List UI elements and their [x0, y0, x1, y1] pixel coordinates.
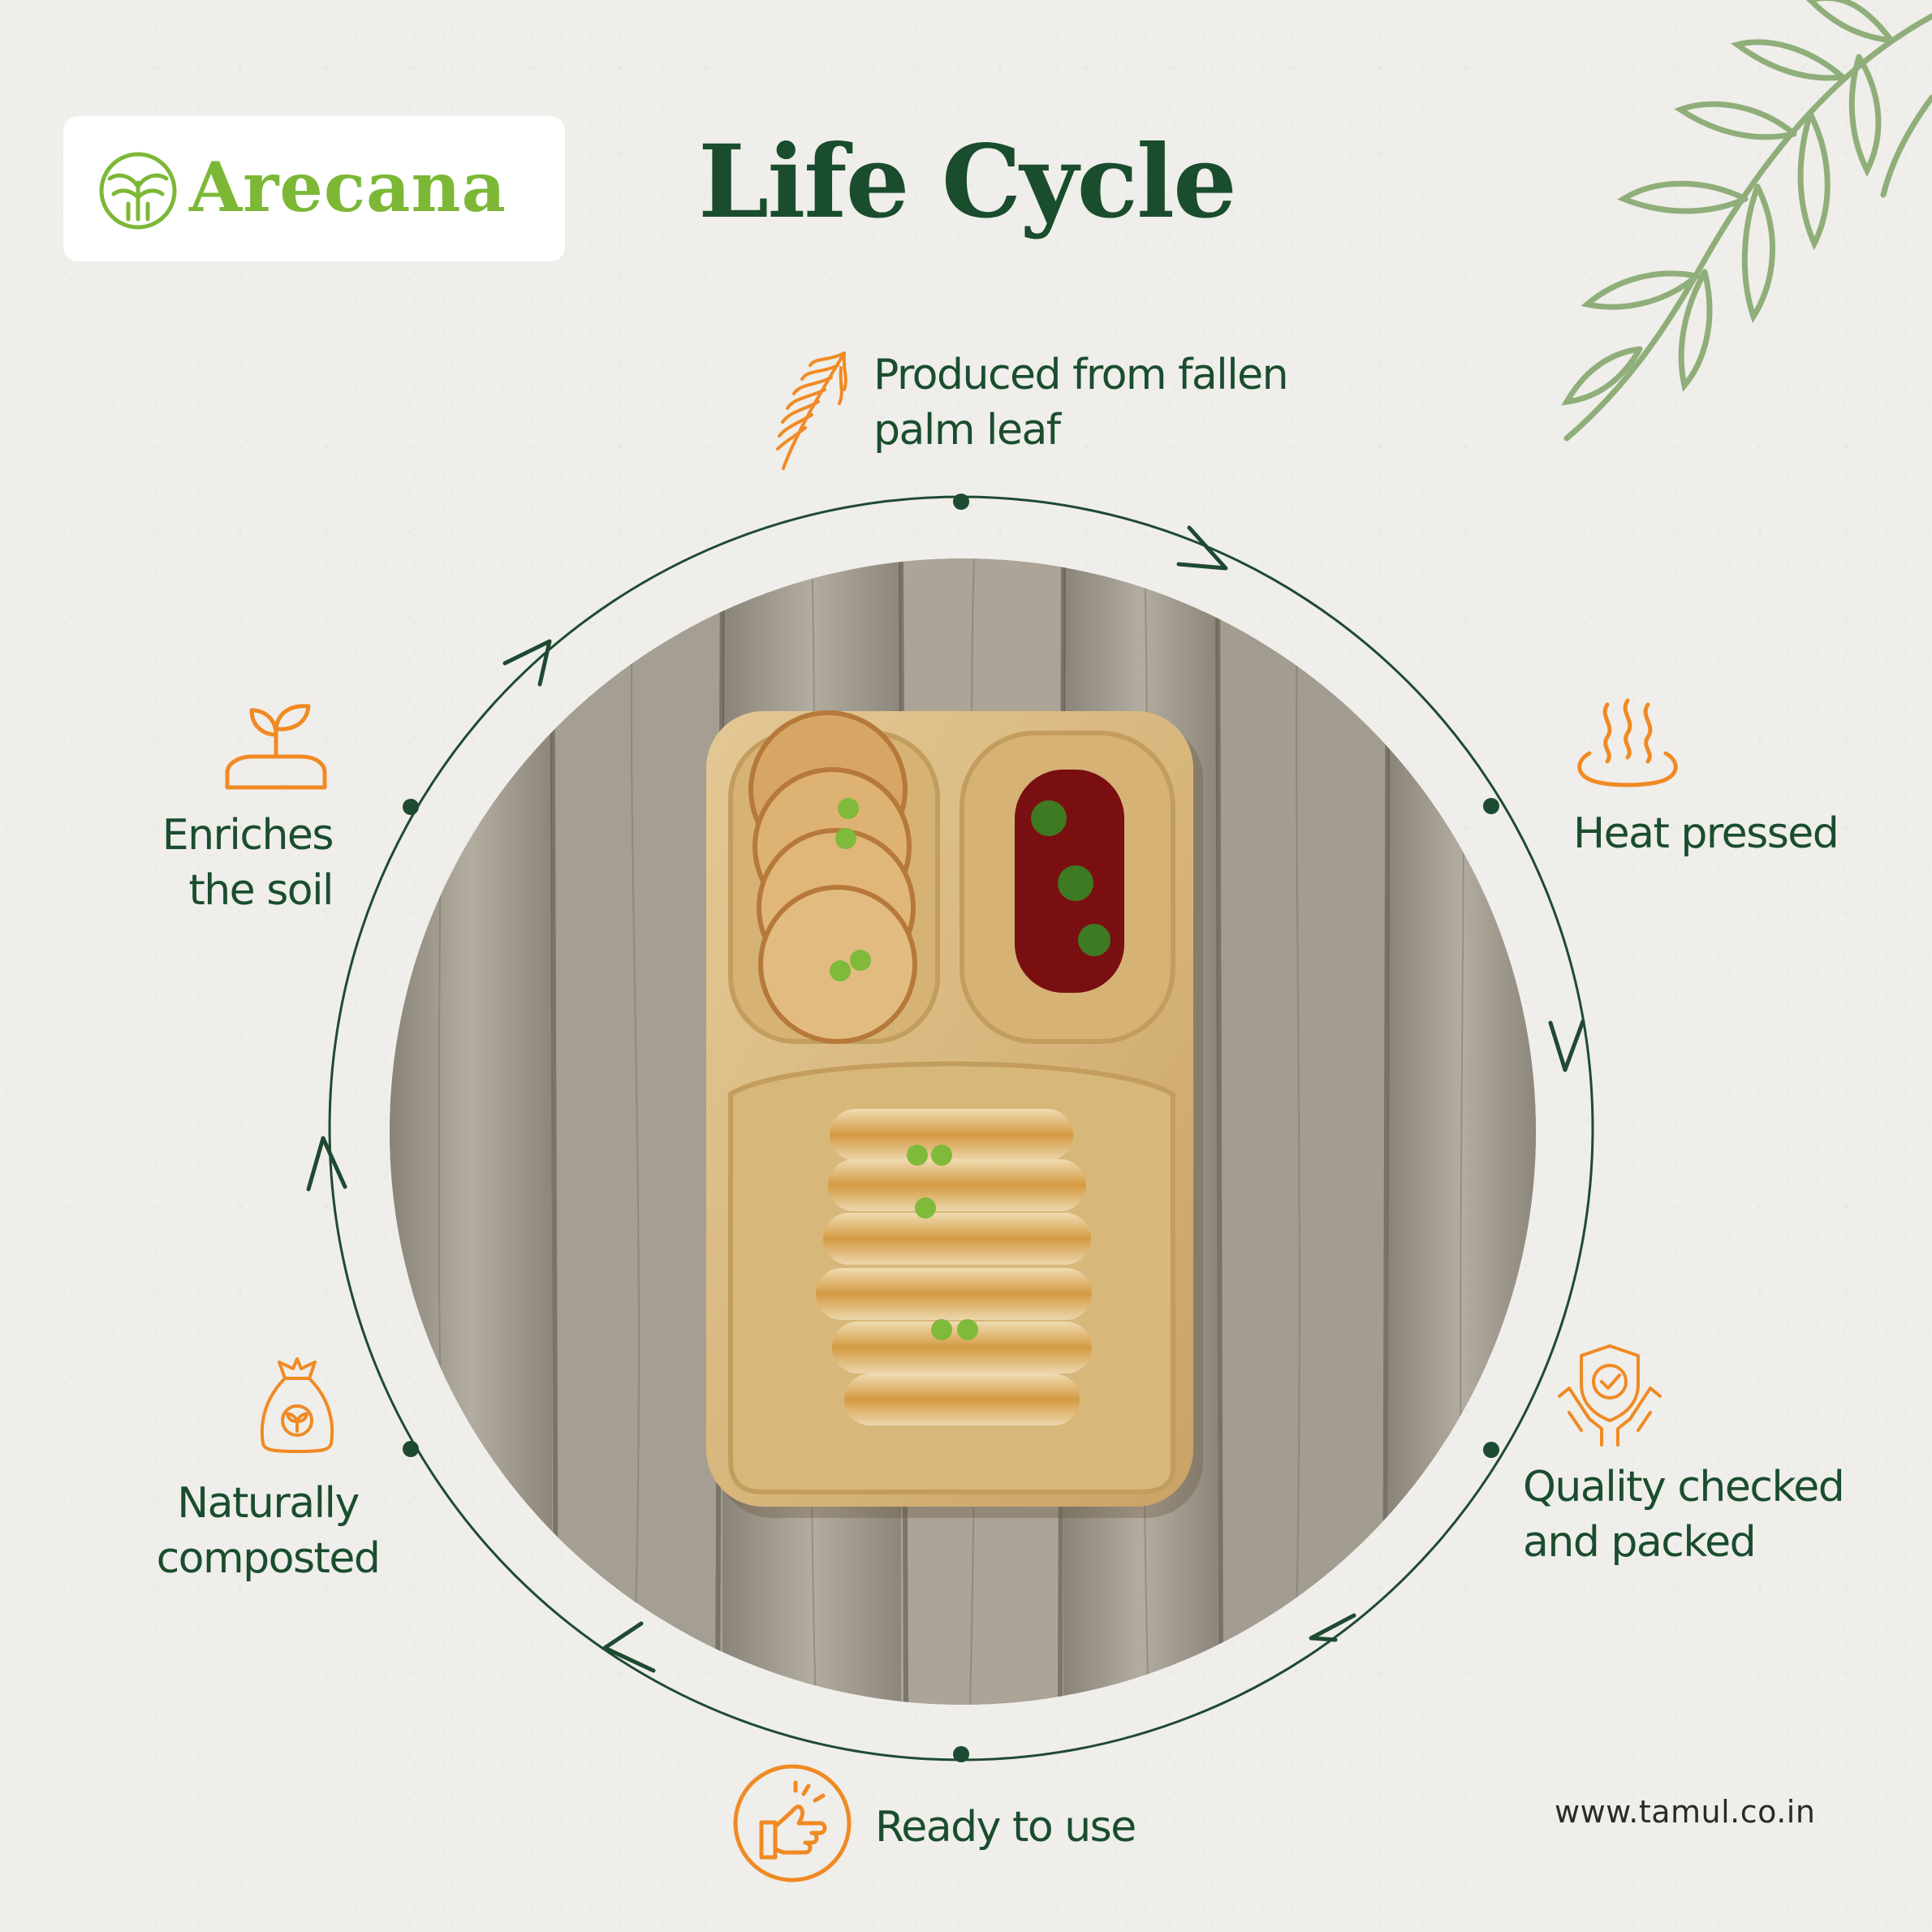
step-produced-line2: palm leaf: [873, 406, 1061, 455]
snap-hand-icon: [733, 1764, 852, 1882]
arrow-bottom: [602, 1621, 656, 1673]
arrow-right: [1548, 1019, 1585, 1072]
cycle-node-bottom-right: [1483, 1442, 1499, 1458]
palm-leaf-icon: [776, 351, 847, 470]
arrow-left: [306, 1136, 347, 1192]
plate-photo: [390, 558, 1536, 1705]
step-soil-label: Enriches the soil: [118, 808, 334, 918]
website-url[interactable]: www.tamul.co.in: [1555, 1794, 1816, 1830]
step-compost-line2: composted: [156, 1534, 381, 1583]
step-quality-line1: Quality checked: [1523, 1463, 1845, 1512]
step-compost-line1: Naturally: [177, 1479, 360, 1528]
step-soil-line1: Enriches: [162, 811, 334, 860]
cycle-node-top-right: [1483, 798, 1499, 814]
arrow-top-right: [1176, 525, 1228, 571]
quality-shield-hands-icon: [1558, 1344, 1662, 1447]
sprout-soil-icon: [225, 704, 327, 790]
brand-logo-card: Arecana: [63, 116, 565, 261]
step-quality-line2: and packed: [1523, 1518, 1757, 1567]
step-ready-label: Ready to use: [875, 1800, 1136, 1855]
compost-bag-icon: [260, 1357, 334, 1453]
step-ready-line1: Ready to use: [875, 1803, 1136, 1852]
steam-icon: [1577, 698, 1678, 787]
page-title: Life Cycle: [698, 123, 1237, 241]
arrow-bottom-right: [1309, 1613, 1356, 1642]
cycle-node-bottom: [953, 1746, 969, 1762]
leaf-branch-decoration: [1561, 0, 1932, 442]
step-compost-label: Naturally composted: [130, 1476, 406, 1586]
arecana-logo-icon: [99, 152, 177, 230]
step-soil-line2: the soil: [188, 866, 334, 915]
step-produced-label: Produced from fallen palm leaf: [873, 347, 1289, 458]
step-heat-label: Heat pressed: [1573, 806, 1839, 861]
cycle-node-top-left: [403, 799, 419, 815]
step-quality-label: Quality checked and packed: [1523, 1460, 1845, 1570]
cycle-node-top: [953, 494, 969, 510]
cycle-node-bottom-left: [403, 1441, 419, 1457]
brand-name: Arecana: [189, 147, 507, 227]
step-produced-line1: Produced from fallen: [873, 351, 1289, 399]
step-heat-line1: Heat pressed: [1573, 809, 1839, 858]
arrow-top-left: [502, 639, 552, 687]
